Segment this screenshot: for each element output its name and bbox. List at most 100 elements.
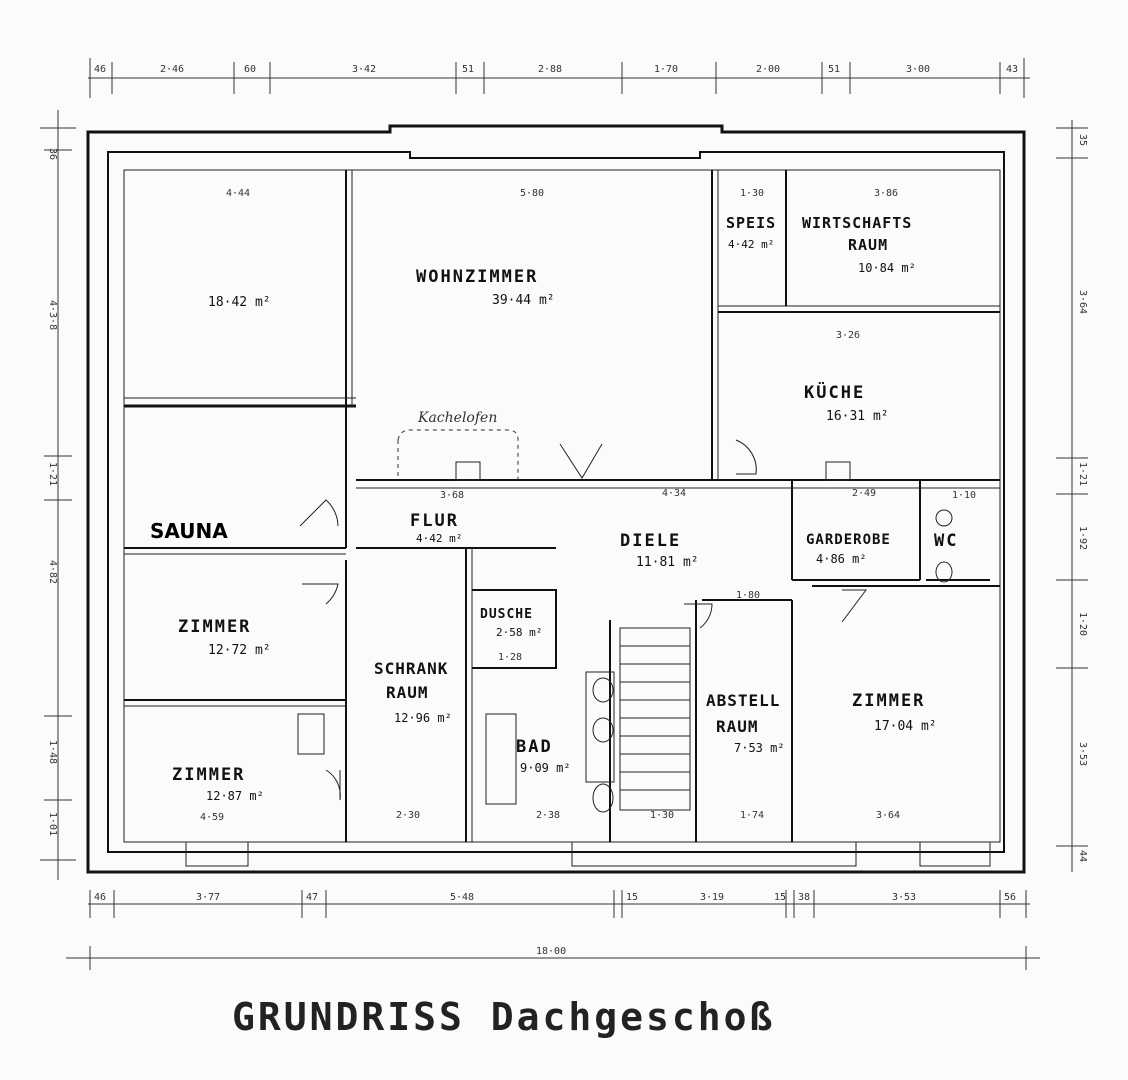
dim-bottom-1: 46 [94,892,106,903]
dim-left-4: 4·82 [47,560,58,584]
room-flur-area: 4·42 m² [416,532,462,545]
dim-left-2: 4·3·8 [47,300,58,330]
bad-cabinet [485,713,517,805]
room-abstellraum-name1: ABSTELL [706,691,780,710]
dim-left-3: 1·21 [47,462,58,486]
dim-right-1: 35 [1077,134,1088,146]
dim-inner-h2: 2·38 [536,810,560,821]
dim-bottom-4: 5·48 [450,892,474,903]
bottom-dimension-chain: 46 3·77 47 5·48 15 3·19 15 38 3·53 56 18… [66,890,1040,970]
washbasin-1 [592,677,614,703]
room-diele-name: DIELE [620,531,681,551]
dim-left-1: 36 [47,148,58,160]
dim-bottom-2: 3·77 [196,892,220,903]
washbasin-wc [935,509,953,527]
room-labels: WOHNZIMMER 39·44 m² 18·42 m² SPEIS 4·42 … [150,214,958,803]
dim-bottom-6: 3·19 [700,892,724,903]
room-abstellraum-area: 7·53 m² [734,741,785,755]
room-sauna-name: SAUNA [150,519,228,543]
room-zimmer-w-area: 12·72 m² [208,643,271,658]
dim-right-3: 1·21 [1077,462,1088,486]
dim-inner-w3: 1·30 [740,188,764,199]
dim-bottom-5: 15 [626,892,638,903]
room-dusche-name: DUSCHE [480,607,533,622]
right-dimension-chain: 35 3·64 1·21 1·92 1·20 3·53 44 [1056,120,1088,872]
exterior-walls [86,124,1026,874]
dim-inner-ab1: 1·80 [736,590,760,601]
toilet-bad [592,783,614,813]
dim-total: 18·00 [536,946,566,957]
dim-bottom-9: 3·53 [892,892,916,903]
room-diele-area: 11·81 m² [636,555,699,570]
room-schrankraum-name2: RAUM [386,683,429,702]
dim-bottom-7: 15 [774,892,786,903]
interior-walls [124,170,1000,867]
dim-inner-du1: 1·28 [498,652,522,663]
dim-bottom-10: 56 [1004,892,1016,903]
washbasin-2 [592,717,614,743]
dim-top-5: 51 [462,64,474,75]
dim-bottom-8: 38 [798,892,810,903]
dim-inner-zs1: 4·59 [200,812,224,823]
dim-inner-w2: 5·80 [520,188,544,199]
dim-top-11: 43 [1006,64,1018,75]
dim-top-6: 2·88 [538,64,562,75]
built-in-cabinet [297,713,325,755]
dim-right-6: 3·53 [1077,742,1088,766]
room-bad-name: BAD [516,737,553,757]
dim-right-4: 1·92 [1077,526,1088,550]
dim-inner-d1: 4·34 [662,488,686,499]
dim-top-2: 2·46 [160,64,184,75]
bathtub [585,671,615,783]
room-wohnzimmer-name: WOHNZIMMER [416,267,538,287]
room-bad-area: 9·09 m² [520,761,571,775]
dim-right-7: 44 [1077,850,1088,862]
room-dusche-area: 2·58 m² [496,626,542,639]
dim-right-5: 1·20 [1077,612,1088,636]
kachelofen-note: Kachelofen [417,410,497,426]
dim-inner-h5: 3·64 [876,810,900,821]
room-speis-name: SPEIS [726,214,776,232]
room-schrankraum-area: 12·96 m² [394,711,452,725]
room-speis-area: 4·42 m² [728,238,774,251]
top-dimension-chain: 46 2·46 60 3·42 51 2·88 1·70 2·00 51 3·0… [88,58,1030,98]
dim-inner-w4: 3·86 [874,188,898,199]
dim-top-1: 46 [94,64,106,75]
left-dimension-chain: 36 4·3·8 1·21 4·82 1·48 1·01 [40,110,76,880]
dim-top-3: 60 [244,64,256,75]
room-zimmer-e-area: 17·04 m² [874,719,937,734]
dim-top-9: 51 [828,64,840,75]
dim-right-2: 3·64 [1077,290,1088,314]
plan-title: GRUNDRISS Dachgeschoß [232,995,775,1039]
room-wc-name: WC [934,531,958,551]
dim-inner-h4: 1·74 [740,810,764,821]
room-wirtschaftsraum-area: 10·84 m² [858,261,916,275]
room-zimmer-sw-area: 12·87 m² [206,789,264,803]
room-zimmer-w-name: ZIMMER [178,617,251,637]
room-kueche-area: 16·31 m² [826,409,889,424]
dim-top-10: 3·00 [906,64,930,75]
dim-bottom-3: 47 [306,892,318,903]
room-schrankraum-name1: SCHRANK [374,659,448,678]
toilet-wc [935,561,953,583]
dim-left-6: 1·01 [47,812,58,836]
room-nw-area: 18·42 m² [208,295,271,310]
dim-inner-k1: 3·26 [836,330,860,341]
staircase-treads [620,645,690,791]
room-wirtschaftsraum-name2: RAUM [848,236,888,254]
dim-inner-wc1: 1·10 [952,490,976,501]
room-kueche-name: KÜCHE [804,381,865,403]
room-abstellraum-name2: RAUM [716,717,759,736]
dim-inner-h1: 2·30 [396,810,420,821]
dim-inner-w1: 4·44 [226,188,250,199]
room-garderobe-area: 4·86 m² [816,552,867,566]
room-zimmer-e-name: ZIMMER [852,691,925,711]
room-garderobe-name: GARDEROBE [806,532,891,548]
dim-top-8: 2·00 [756,64,780,75]
room-wohnzimmer-area: 39·44 m² [492,293,555,308]
dim-left-5: 1·48 [47,740,58,764]
inner-dimensions: 4·44 5·80 1·30 3·86 3·26 3·68 4·34 2·49 … [200,188,976,823]
dim-top-4: 3·42 [352,64,376,75]
room-flur-name: FLUR [410,511,459,531]
